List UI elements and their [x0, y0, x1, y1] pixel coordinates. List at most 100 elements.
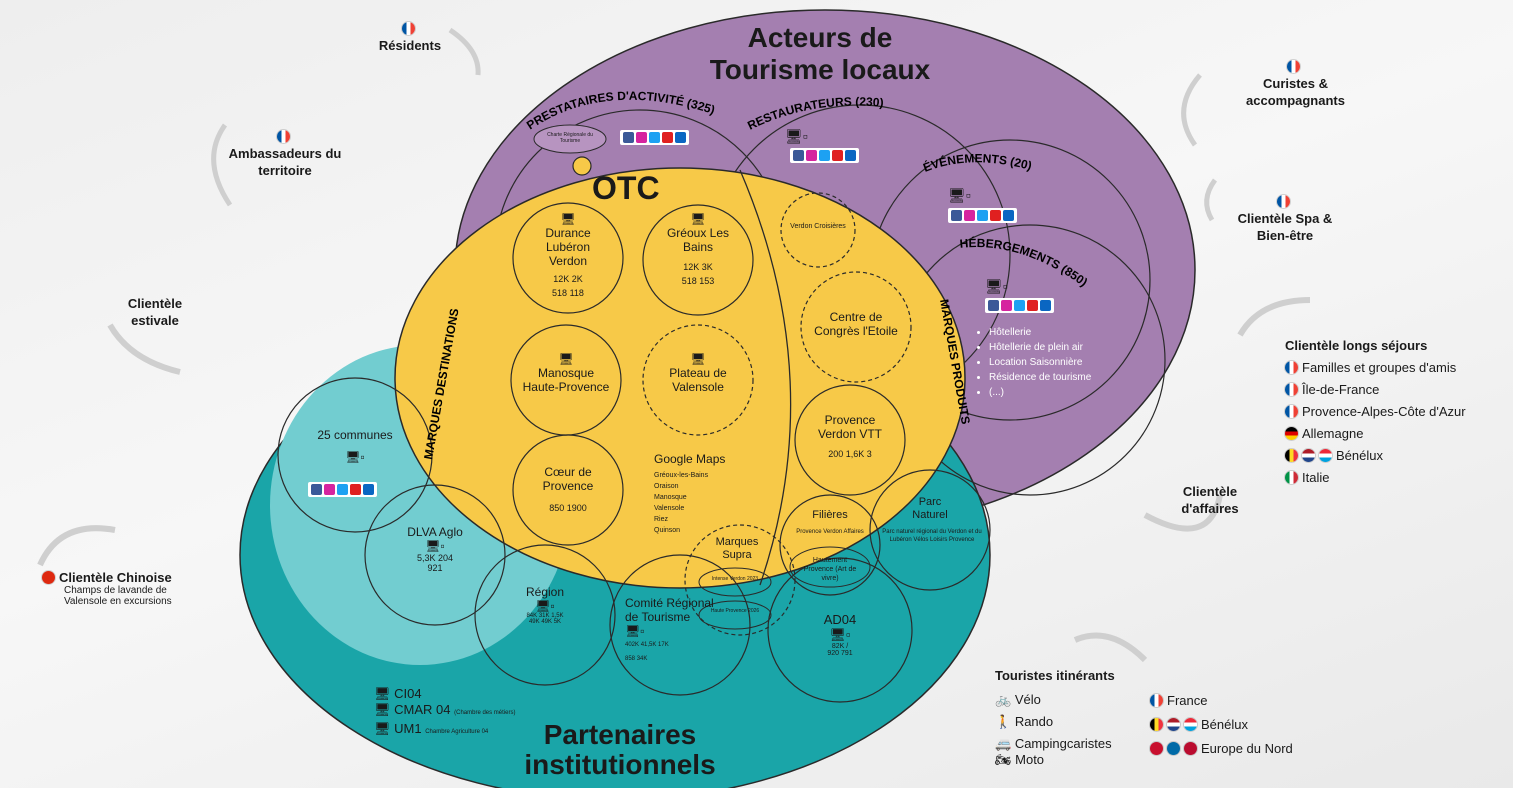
arrow-icon [107, 323, 181, 375]
filieres-label: Filières [812, 509, 848, 521]
cmar04-label: CMAR 04 [394, 702, 451, 717]
affaires-label: Clientèle d'affaires [1181, 484, 1239, 516]
arrow-icon [448, 27, 481, 76]
coeur-block: Cœur de Provence 850 1900 [518, 465, 618, 515]
arrow-icon [211, 123, 233, 207]
instagram-icon [1001, 300, 1012, 311]
intense-label: Intense Verdon 2023 [711, 576, 759, 582]
coeur-stats: 850 1900 [518, 501, 618, 515]
hautement-label: Hautement Provence (Art de vivre) [803, 557, 857, 582]
ci04-label: CI04 [394, 686, 422, 701]
provence-vtt-label: Provence Verdon VTT [817, 413, 883, 441]
region-stats: 84K 31K 1,5K 49K 49K 5K [495, 613, 595, 625]
stat: 518 [552, 288, 568, 298]
list-item: 🚐 Campingcaristes [995, 733, 1150, 755]
list-item: 🖥 UM1 Chambre Agriculture 04 [374, 721, 515, 740]
list-item: Île-de-France [1285, 379, 1510, 401]
computer-icon: 🖥 [374, 702, 391, 717]
stat: 921 [427, 563, 443, 573]
charte-ellipse-outline [572, 156, 592, 176]
instagram-icon [806, 150, 817, 161]
stat: 791 [840, 650, 853, 657]
flag-icon [1302, 449, 1315, 462]
ambassadeurs-block: Ambassadeurs du territoire [225, 128, 345, 179]
twitter-icon [1014, 300, 1025, 311]
mode-label: Campingcaristes [1014, 736, 1112, 751]
hebergement-list: Hôtellerie Hôtellerie de plein air Locat… [975, 325, 1091, 400]
flag-icon [1167, 718, 1180, 731]
provence-vtt-circle [794, 384, 906, 496]
hebergements-socials [985, 298, 1054, 316]
arrow-icon [1237, 297, 1311, 337]
list-item-label: Provence-Alpes-Côte d'Azur [1302, 404, 1466, 419]
residents-block: Résidents [370, 20, 450, 54]
flag-icon [401, 22, 415, 35]
dlva-circle [364, 484, 506, 626]
computer-icon: 🖥▫ [785, 128, 808, 144]
charte-ellipse [533, 124, 607, 154]
flag-icon [1285, 471, 1298, 484]
twitter-icon [649, 132, 660, 143]
youtube-icon [1027, 300, 1038, 311]
itinerant-origins: France Bénélux Europe du Nord [1150, 689, 1293, 771]
parc-circle [869, 469, 991, 591]
facebook-icon [623, 132, 634, 143]
restaurateurs-socials [790, 148, 859, 166]
comite-stats: 402K 41,5K 17K 858 34K [625, 638, 715, 666]
computer-icon: 🖥▫ [985, 278, 1008, 294]
stat: 5K [553, 619, 562, 625]
google-maps-label: Google Maps [654, 452, 726, 466]
arrow-icon [1143, 494, 1223, 532]
social-icons [620, 130, 689, 145]
stat: 2K [571, 274, 583, 284]
flag-icon [1285, 405, 1298, 418]
flag-icon [276, 130, 290, 143]
charte-label: Charte Régionale du Tourisme [547, 132, 593, 144]
comite-circle [609, 554, 751, 696]
acteurs-title: Acteurs de Tourisme locaux [690, 22, 950, 86]
mode-label: Rando [1014, 714, 1054, 729]
coeur-label: Cœur de Provence [542, 465, 594, 493]
durance-circle [512, 202, 624, 314]
arrow-icon [37, 525, 116, 567]
flag-icon [1285, 449, 1298, 462]
chinoise-detail: Champs de lavande de Valensole en excurs… [64, 585, 172, 607]
centre-congres-circle [800, 271, 912, 383]
flag-icon [1276, 195, 1290, 208]
computer-icon: 🖥▫ [625, 624, 645, 638]
stat: 858 [625, 656, 636, 662]
region-label: Région [525, 585, 565, 599]
linkedin-icon [363, 484, 374, 495]
list-item: Riez [654, 516, 669, 523]
haute-provence-2026-label: Haute Provence 2026 [710, 608, 760, 614]
estivale-label: Clientèle estivale [127, 296, 183, 328]
stat: 3 [866, 449, 872, 459]
list-item-label: Italie [1302, 470, 1330, 485]
stat: 1,5K [551, 613, 564, 619]
chinoise-block: Clientèle Chinoise Champs de lavande de … [42, 570, 242, 607]
twitter-icon [337, 484, 348, 495]
otc-ellipse [394, 167, 966, 589]
stat: 84K [526, 613, 538, 619]
stat: 518 [681, 276, 697, 286]
ad04-label: AD04 [823, 612, 857, 627]
computer-icon: 🖥 [374, 686, 391, 701]
stat: 49K [541, 619, 553, 625]
provence-verdon-affaires-label: Provence Verdon Affaires [796, 529, 864, 535]
itinerant-modes: 🚲 Vélo 🚶 Rando 🚐 Campingcaristes 🏍 Moto [995, 689, 1150, 771]
flag-icon [1287, 60, 1300, 73]
prestataires-socials [620, 130, 689, 148]
centre-congres-label: Centre de Congrès l'Etoile [814, 310, 898, 338]
stat: 118 [569, 288, 584, 298]
stat: 12K [683, 262, 700, 272]
flag-icon [1184, 718, 1197, 731]
dlva-label: DLVA Aglo [407, 525, 463, 539]
curistes-block: Curistes & accompagnants [1228, 58, 1363, 109]
verdon-croisieres-label: Verdon Croisières [790, 223, 846, 230]
parc-details: Parc naturel régional du Verdon et du Lu… [882, 529, 982, 543]
durance-label: Durance Lubéron Verdon [545, 226, 591, 268]
arrow-icon [1181, 73, 1202, 147]
manosque-block: 🖥 Manosque Haute-Provence [510, 352, 622, 394]
camper-icon: 🚐 [995, 736, 1012, 751]
stat: 5,3K [416, 553, 436, 563]
